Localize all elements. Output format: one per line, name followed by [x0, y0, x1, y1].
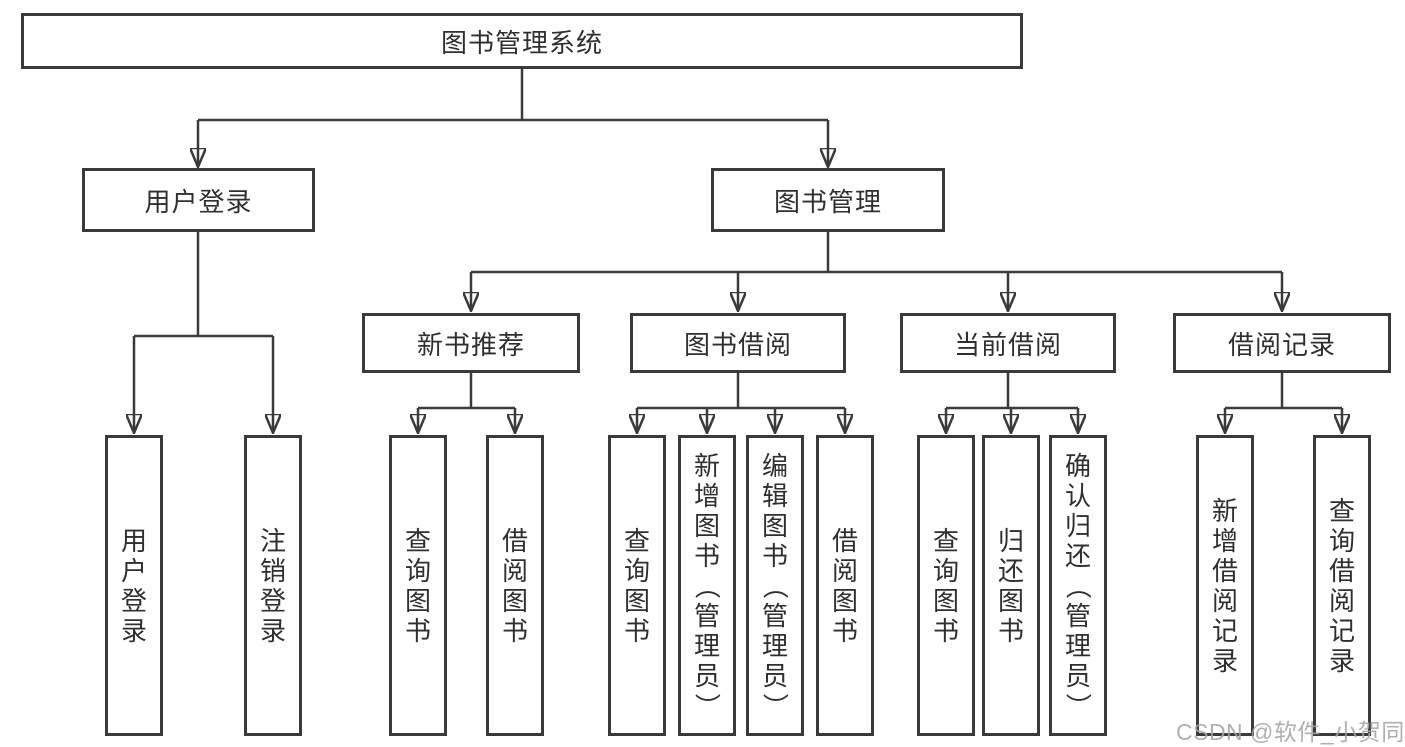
leaf-query-borrow-record: 查询借阅记录	[1313, 435, 1371, 736]
node-library-system: 图书管理系统	[21, 13, 1023, 69]
node-borrowing-records: 借阅记录	[1173, 313, 1391, 373]
leaf-query-books-borrow: 查询图书	[608, 435, 666, 736]
connector-login-to-leaves	[134, 232, 273, 432]
node-user-login-label: 用户登录	[144, 186, 253, 217]
connector-current-to-leaves	[946, 373, 1078, 432]
leaf-edit-books-admin-label: 编辑图书（管理员）	[759, 450, 790, 719]
csdn-watermark: CSDN @软件_小贺同学	[1176, 719, 1405, 745]
connector-records-to-leaves	[1225, 373, 1342, 432]
leaf-query-books-current: 查询图书	[917, 435, 975, 736]
leaf-confirm-return-admin-label: 确认归还（管理员）	[1062, 450, 1093, 719]
leaf-query-books-newbook: 查询图书	[389, 435, 447, 736]
node-book-management: 图书管理	[711, 168, 945, 232]
leaf-user-login: 用户登录	[105, 435, 163, 736]
node-library-system-label: 图书管理系统	[440, 27, 603, 58]
node-book-borrowing: 图书借阅	[630, 313, 846, 373]
node-book-management-label: 图书管理	[773, 186, 882, 217]
leaf-query-books-borrow-label: 查询图书	[623, 525, 650, 646]
node-current-borrowing-label: 当前借阅	[953, 329, 1062, 360]
leaf-add-borrow-record: 新增借阅记录	[1196, 435, 1254, 736]
leaf-borrow-books-newbook-label: 借阅图书	[501, 525, 528, 646]
leaf-add-books-admin-label: 新增图书（管理员）	[691, 450, 722, 719]
node-new-book-recommendation: 新书推荐	[362, 313, 580, 373]
leaf-query-borrow-record-label: 查询借阅记录	[1328, 495, 1355, 676]
leaf-query-books-newbook-label: 查询图书	[404, 525, 431, 646]
leaf-user-login-label: 用户登录	[120, 525, 147, 646]
leaf-logout: 注销登录	[244, 435, 302, 736]
node-borrowing-records-label: 借阅记录	[1227, 329, 1336, 360]
connector-mgmt-to-level3	[471, 232, 1282, 310]
connector-newbook-to-leaves	[418, 373, 515, 432]
leaf-edit-books-admin: 编辑图书（管理员）	[746, 435, 804, 736]
leaf-add-borrow-record-label: 新增借阅记录	[1211, 495, 1238, 676]
leaf-borrow-books: 借阅图书	[816, 435, 874, 736]
node-book-borrowing-label: 图书借阅	[683, 329, 792, 360]
leaf-query-books-current-label: 查询图书	[932, 525, 959, 646]
leaf-borrow-books-label: 借阅图书	[831, 525, 858, 646]
leaf-add-books-admin: 新增图书（管理员）	[678, 435, 736, 736]
node-user-login: 用户登录	[82, 168, 315, 232]
leaf-confirm-return-admin: 确认归还（管理员）	[1049, 435, 1107, 736]
node-current-borrowing: 当前借阅	[900, 313, 1116, 373]
leaf-return-books-label: 归还图书	[997, 525, 1024, 646]
node-new-book-recommendation-label: 新书推荐	[416, 329, 525, 360]
connector-borrow-to-leaves	[637, 373, 845, 432]
leaf-return-books: 归还图书	[982, 435, 1040, 736]
connector-root-to-level2	[198, 69, 828, 166]
leaf-borrow-books-newbook: 借阅图书	[486, 435, 544, 736]
leaf-logout-label: 注销登录	[259, 525, 286, 646]
